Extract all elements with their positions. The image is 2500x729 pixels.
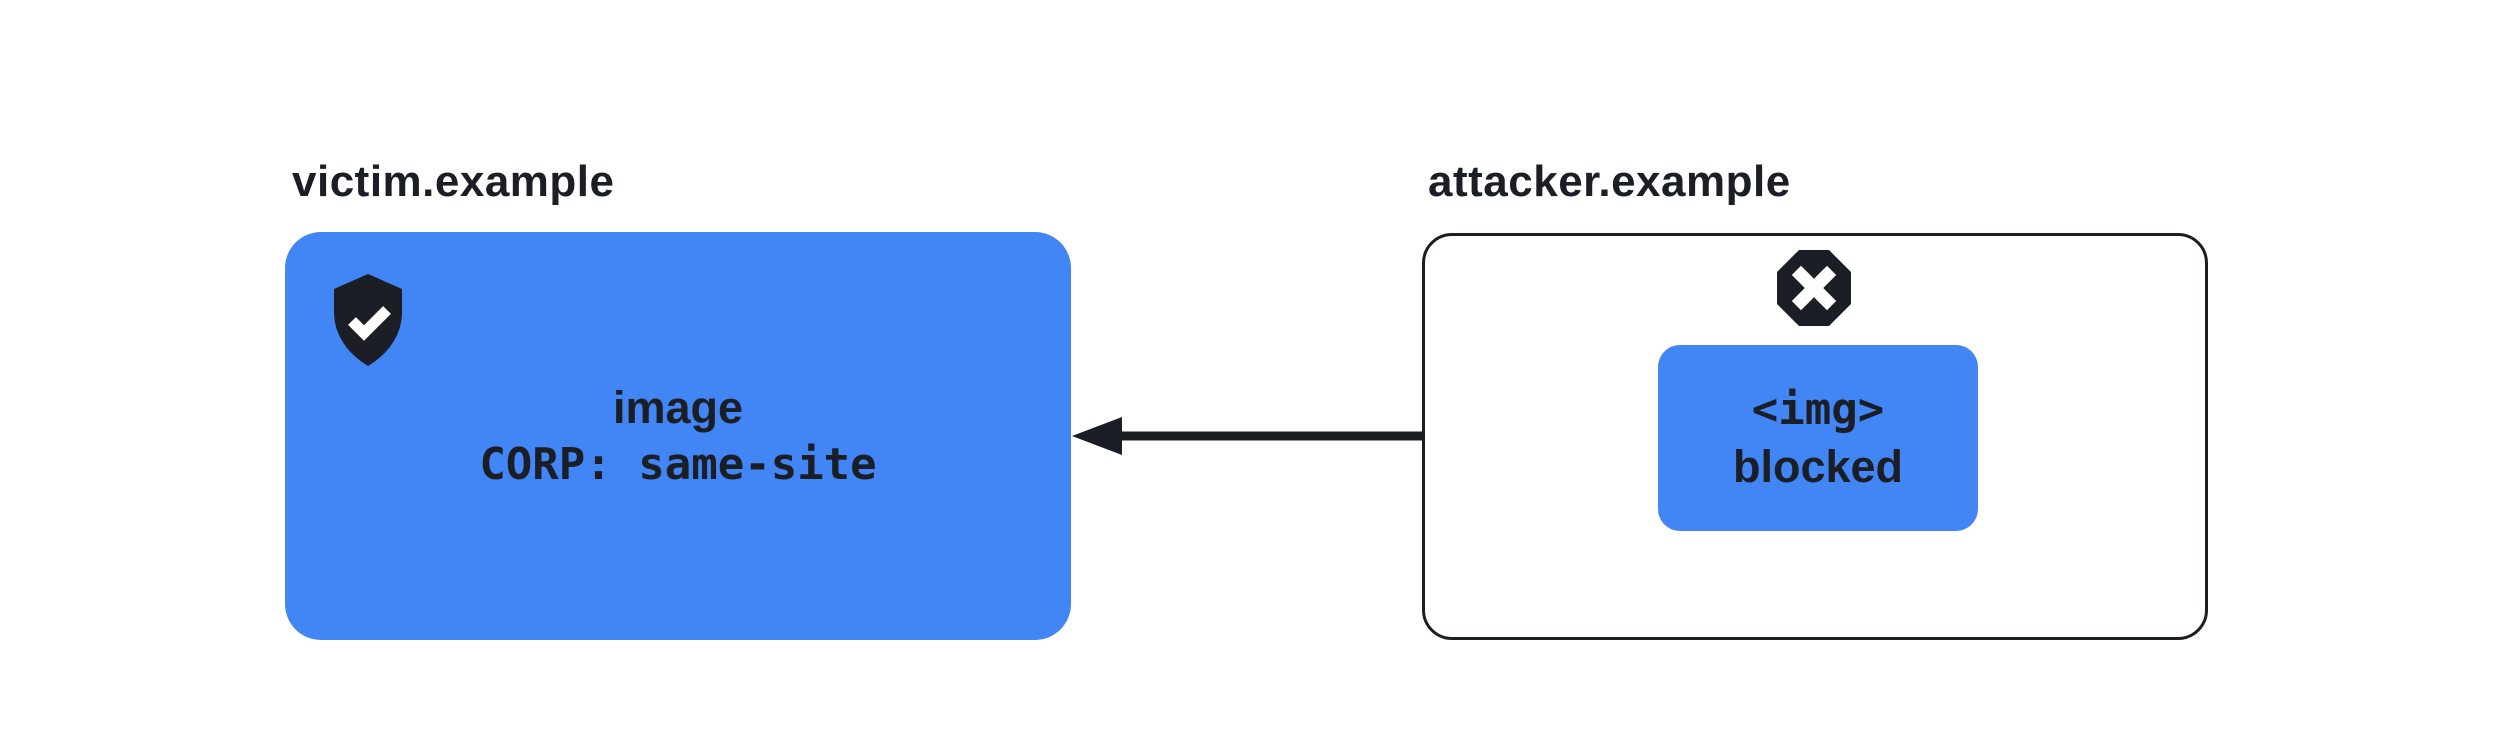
- shield-check-icon: [330, 272, 406, 368]
- attacker-page-box: <img> blocked: [1422, 233, 2208, 640]
- img-request-text: <img> blocked: [1658, 345, 1978, 531]
- victim-resource-box: image CORP: same-site: [285, 232, 1071, 640]
- victim-origin-label: victim.example: [292, 157, 615, 206]
- img-tag-text: <img>: [1751, 384, 1885, 435]
- corp-header-text: CORP: same-site: [479, 439, 877, 490]
- blocked-request-arrow: [1072, 417, 1655, 455]
- blocked-octagon-icon: [1775, 248, 1853, 328]
- blocked-text: blocked: [1732, 441, 1904, 492]
- attacker-origin-label: attacker.example: [1428, 157, 1791, 206]
- img-request-box: <img> blocked: [1658, 345, 1978, 531]
- resource-type-text: image: [612, 382, 744, 433]
- victim-resource-text: image CORP: same-site: [285, 232, 1071, 640]
